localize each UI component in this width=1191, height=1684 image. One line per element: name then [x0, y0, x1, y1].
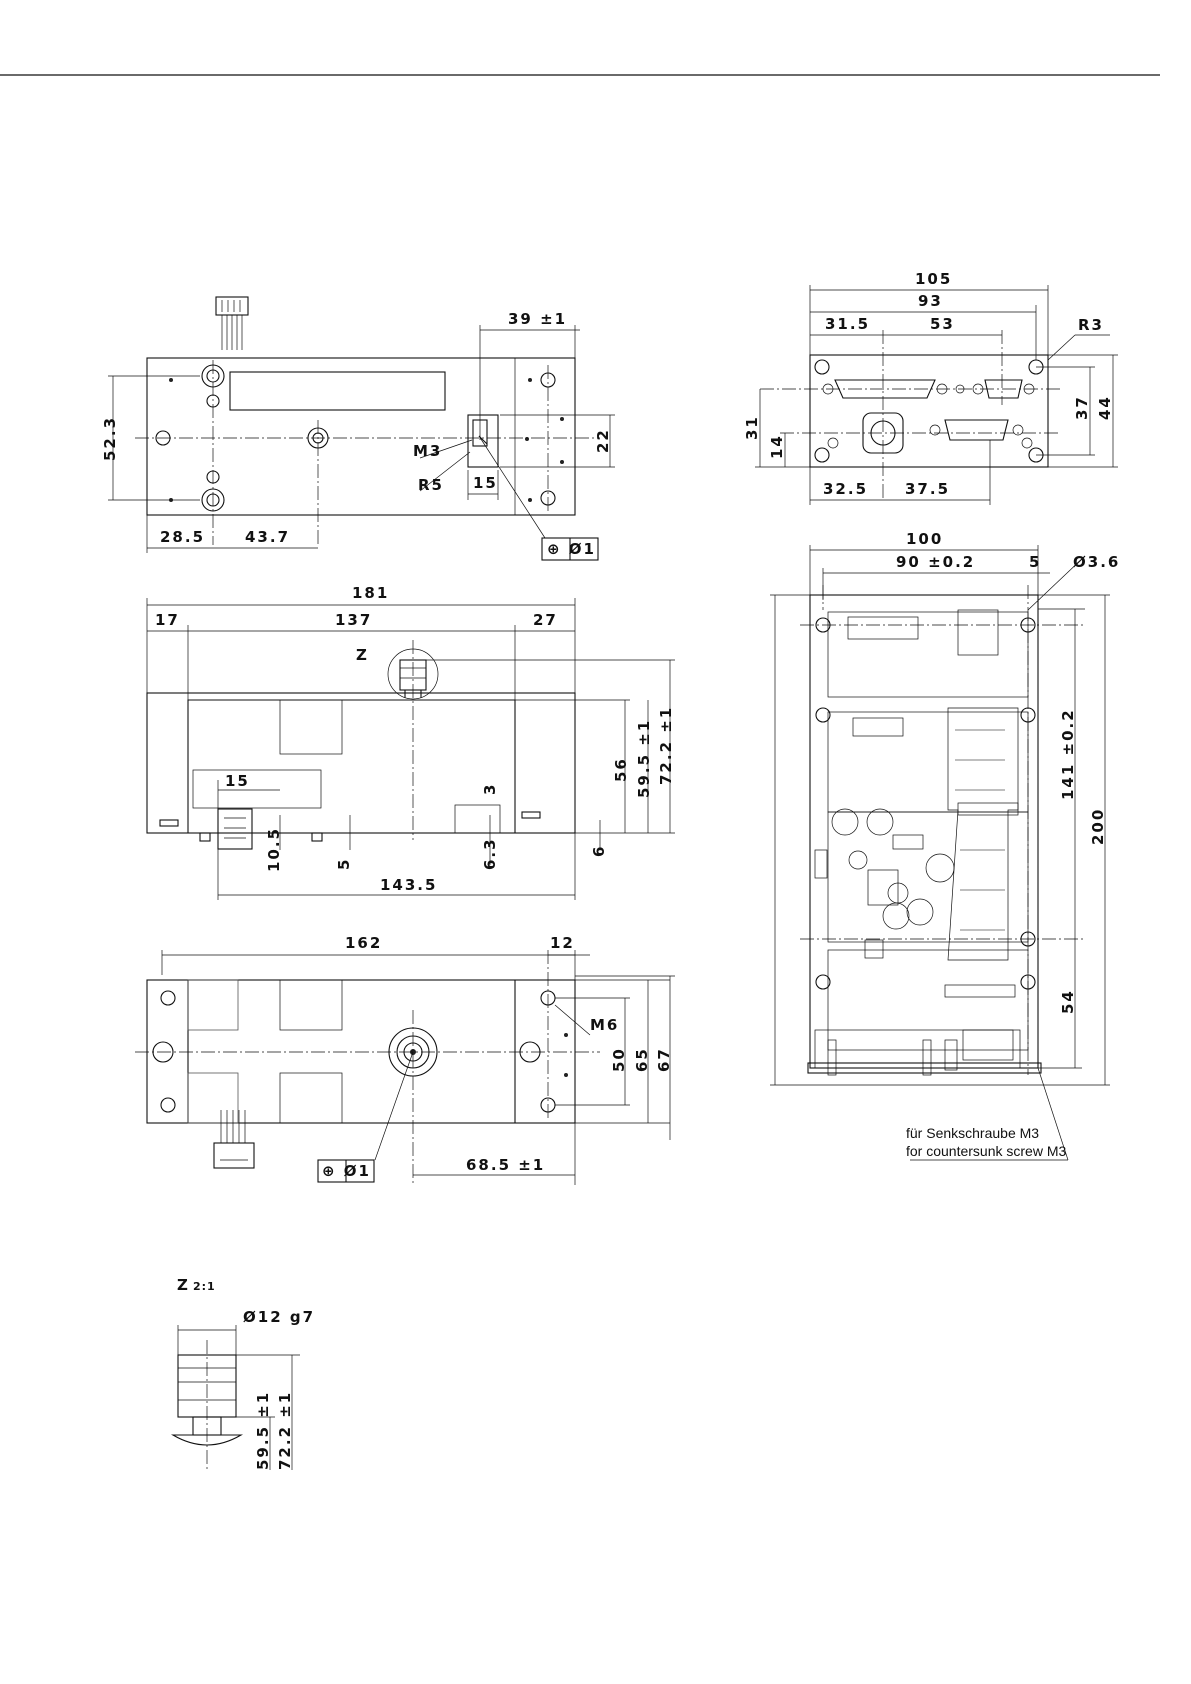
view-side — [770, 545, 1110, 1160]
view-front-dim-10-5: 10.5 — [265, 827, 283, 872]
view-top-dim-22: 22 — [594, 428, 612, 453]
detail-z-dim-72-2: 72.2 ±1 — [276, 1391, 294, 1470]
detail-z-dim-dia: Ø12 g7 — [243, 1308, 315, 1326]
view-bottom — [135, 950, 675, 1185]
view-bottom-dim-68-5: 68.5 ±1 — [466, 1156, 545, 1174]
view-side-dim-141: 141 ±0.2 — [1059, 708, 1077, 800]
detail-z-title: Z — [177, 1276, 190, 1294]
view-rear-dim-37-5: 37.5 — [905, 480, 950, 498]
view-front-dim-72-2: 72.2 ±1 — [657, 706, 675, 785]
view-top-label-m3: M3 — [413, 442, 442, 460]
view-top-tol-frame: ⊕ Ø1 — [547, 540, 596, 558]
view-bottom-dim-50: 50 — [610, 1047, 628, 1072]
view-top-label-r5: R5 — [418, 476, 444, 494]
view-side-dim-200: 200 — [1089, 808, 1107, 845]
view-front-dim-181: 181 — [352, 584, 389, 602]
detail-z-dim-59-5: 59.5 ±1 — [254, 1391, 272, 1470]
view-rear-dim-93: 93 — [918, 292, 943, 310]
view-side-note-en: for countersunk screw M3 — [906, 1143, 1066, 1159]
view-rear-dim-31-5: 31.5 — [825, 315, 870, 333]
view-rear-dim-105: 105 — [915, 270, 952, 288]
view-bottom-tol-frame: ⊕ Ø1 — [322, 1162, 371, 1180]
view-side-dim-dia: Ø3.6 — [1073, 553, 1120, 571]
view-front-dim-15: 15 — [225, 772, 250, 790]
view-front-dim-17: 17 — [155, 611, 180, 629]
view-side-dim-100: 100 — [906, 530, 943, 548]
detail-z-scale: 2:1 — [193, 1280, 216, 1293]
view-front-dim-6-3: 6.3 — [481, 837, 499, 870]
view-side-note-de: für Senkschraube M3 — [906, 1125, 1039, 1141]
view-front-dim-59-5: 59.5 ±1 — [635, 719, 653, 798]
view-bottom-dim-65: 65 — [633, 1047, 651, 1072]
view-rear-dim-32-5: 32.5 — [823, 480, 868, 498]
view-bottom-dim-12: 12 — [550, 934, 575, 952]
view-top-dim-39: 39 ±1 — [508, 310, 567, 328]
view-rear-label-r3: R3 — [1078, 316, 1104, 334]
view-bottom-label-m6: M6 — [590, 1016, 619, 1034]
view-front-dim-5: 5 — [335, 858, 353, 870]
view-rear-dim-53: 53 — [930, 315, 955, 333]
view-rear-dim-37: 37 — [1073, 395, 1091, 420]
view-bottom-dim-67: 67 — [655, 1047, 673, 1072]
view-front-dim-6: 6 — [590, 845, 608, 857]
view-front-dim-27: 27 — [533, 611, 558, 629]
view-side-dim-5: 5 — [1029, 553, 1041, 571]
view-rear-dim-31: 31 — [743, 415, 761, 440]
view-front-dim-56: 56 — [612, 757, 630, 782]
view-rear-dim-44: 44 — [1096, 395, 1114, 420]
view-top — [108, 297, 615, 560]
view-front-dim-137: 137 — [335, 611, 372, 629]
view-side-dim-54: 54 — [1059, 989, 1077, 1014]
view-top-dim-52-3: 52.3 — [101, 416, 119, 461]
view-top-dim-43-7: 43.7 — [245, 528, 290, 546]
view-front-label-z: Z — [356, 646, 369, 664]
view-top-dim-28-5: 28.5 — [160, 528, 205, 546]
view-front-dim-3: 3 — [481, 783, 499, 795]
view-rear-dim-14: 14 — [768, 434, 786, 459]
view-front-dim-143-5: 143.5 — [380, 876, 437, 894]
view-side-dim-90: 90 ±0.2 — [896, 553, 975, 571]
view-top-dim-15: 15 — [473, 474, 498, 492]
view-bottom-dim-162: 162 — [345, 934, 382, 952]
